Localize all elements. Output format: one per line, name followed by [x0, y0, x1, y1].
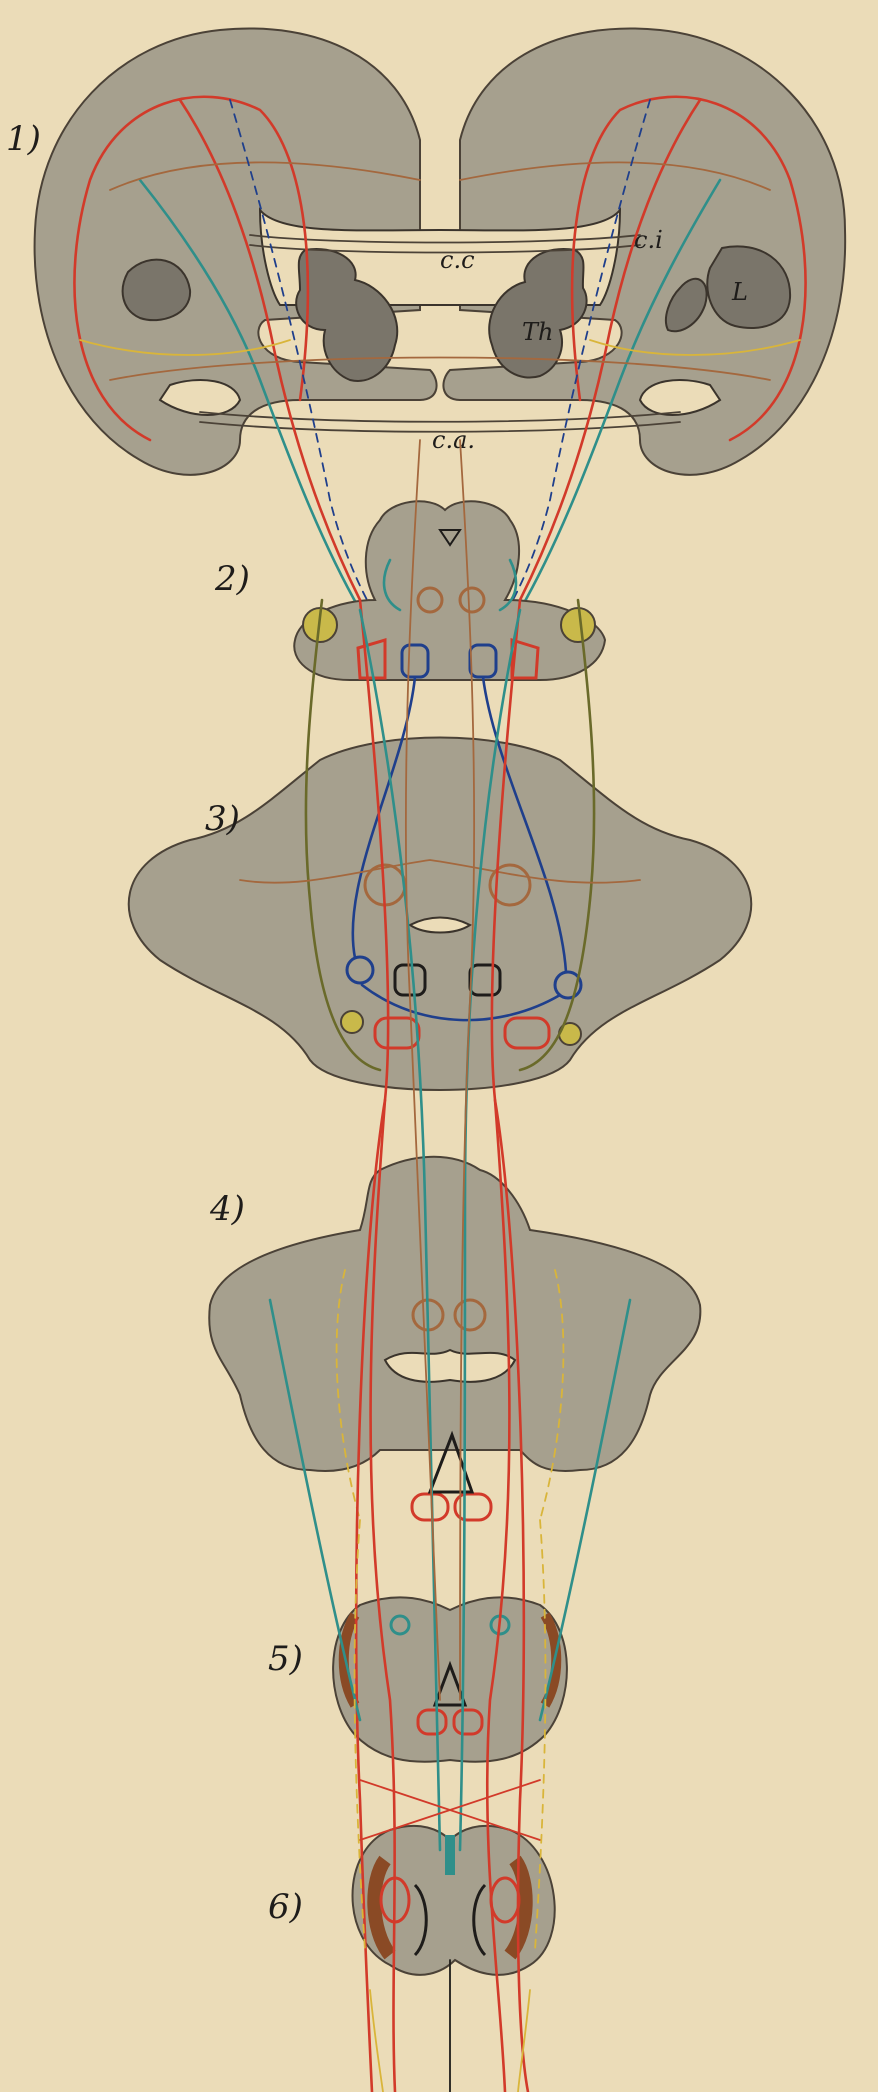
spinal-cord-central-teal [445, 1835, 455, 1875]
label-capsula-interna: c.i [634, 226, 663, 254]
midbrain-cross-section [294, 501, 605, 680]
section-6-spinal-cord: 6) [268, 1826, 555, 1975]
lower-medulla-cross-section [333, 1597, 567, 1761]
section-5-label: 5) [268, 1639, 303, 1679]
pons-cross-section [129, 738, 752, 1091]
left-lentiform-nucleus [123, 260, 190, 321]
section-1-label: 1) [6, 119, 41, 159]
label-lentiform: L [731, 278, 748, 306]
label-commissura-anterior: c.a. [432, 426, 475, 454]
section-4-label: 4) [209, 1189, 245, 1229]
upper-medulla-red-left [412, 1494, 448, 1520]
label-corpus-callosum: c.c [440, 246, 475, 274]
section-2-label: 2) [214, 559, 250, 599]
pons-yellow-left [341, 1011, 363, 1033]
section-3-label: 3) [205, 799, 240, 839]
section-6-label: 6) [268, 1887, 303, 1927]
upper-medulla-canal [385, 1350, 515, 1382]
right-yellow-nucleus [561, 608, 595, 642]
label-thalamus: Th [522, 318, 553, 346]
section-4-upper-medulla: 4) [209, 1157, 700, 1520]
